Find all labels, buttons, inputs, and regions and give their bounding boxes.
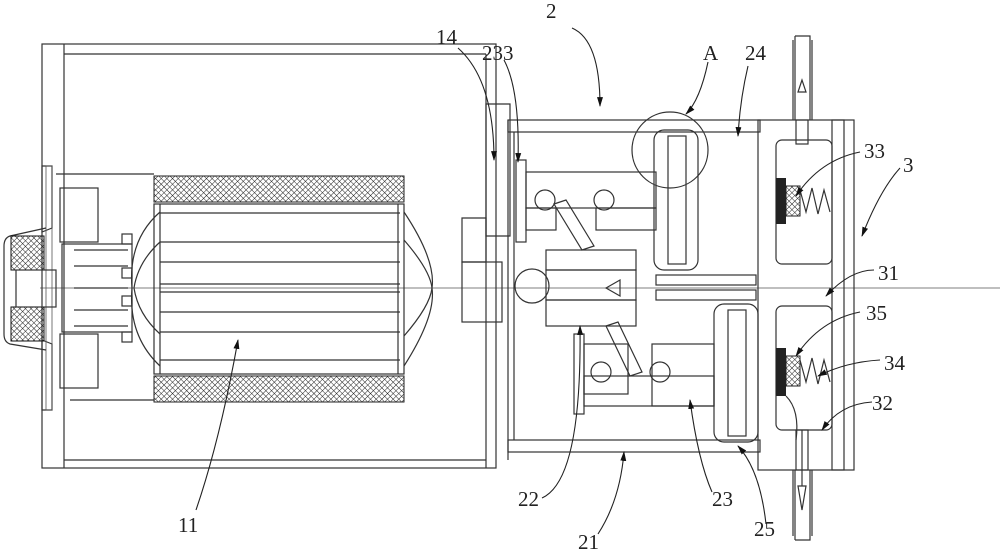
upper-bracket: [515, 159, 657, 243]
lower-bracket: [573, 333, 715, 415]
label-22: 22: [518, 487, 539, 511]
inlet-spring: [799, 187, 831, 215]
label-25: 25: [754, 517, 775, 541]
brush-holder-top: [59, 187, 99, 243]
stator-magnet-bottom: [153, 375, 405, 403]
stator-magnet-top: [153, 175, 405, 203]
motor-end-cover: [461, 103, 511, 323]
label-23: 23: [712, 487, 733, 511]
detail-circle-a: [631, 111, 709, 189]
bearing-cap: [3, 227, 57, 351]
outlet-spring: [799, 357, 831, 385]
brush-holder-bottom: [59, 333, 99, 389]
label-33: 33: [864, 139, 885, 163]
housing-wall-top: [507, 119, 761, 133]
label-35: 35: [866, 301, 887, 325]
inlet-nozzle: [792, 35, 813, 120]
connecting-rod-bottom: [605, 321, 643, 377]
label-233: 233: [482, 41, 514, 65]
label-3: 3: [903, 153, 914, 177]
inlet-valve: [776, 178, 786, 224]
rotor-armature: [130, 203, 434, 375]
diaphragm-lower: [713, 303, 759, 443]
motor-end-flange: [41, 165, 53, 411]
diaphragm-upper: [653, 129, 699, 271]
label-31: 31: [878, 261, 899, 285]
label-34: 34: [884, 351, 906, 375]
connecting-rod-top: [553, 199, 595, 251]
label-21: 21: [578, 530, 599, 552]
label-24: 24: [745, 41, 767, 65]
label-32: 32: [872, 391, 893, 415]
outlet-nozzle: [792, 430, 813, 541]
eccentric-hub: [514, 249, 637, 327]
leader-lines: [195, 27, 901, 535]
drive-shaft: [655, 274, 757, 286]
valve-head: [757, 119, 855, 471]
label-14: 14: [436, 25, 458, 49]
label-11: 11: [178, 513, 198, 537]
label-2: 2: [546, 0, 557, 23]
label-A: A: [703, 41, 719, 65]
outlet-valve: [776, 348, 786, 396]
